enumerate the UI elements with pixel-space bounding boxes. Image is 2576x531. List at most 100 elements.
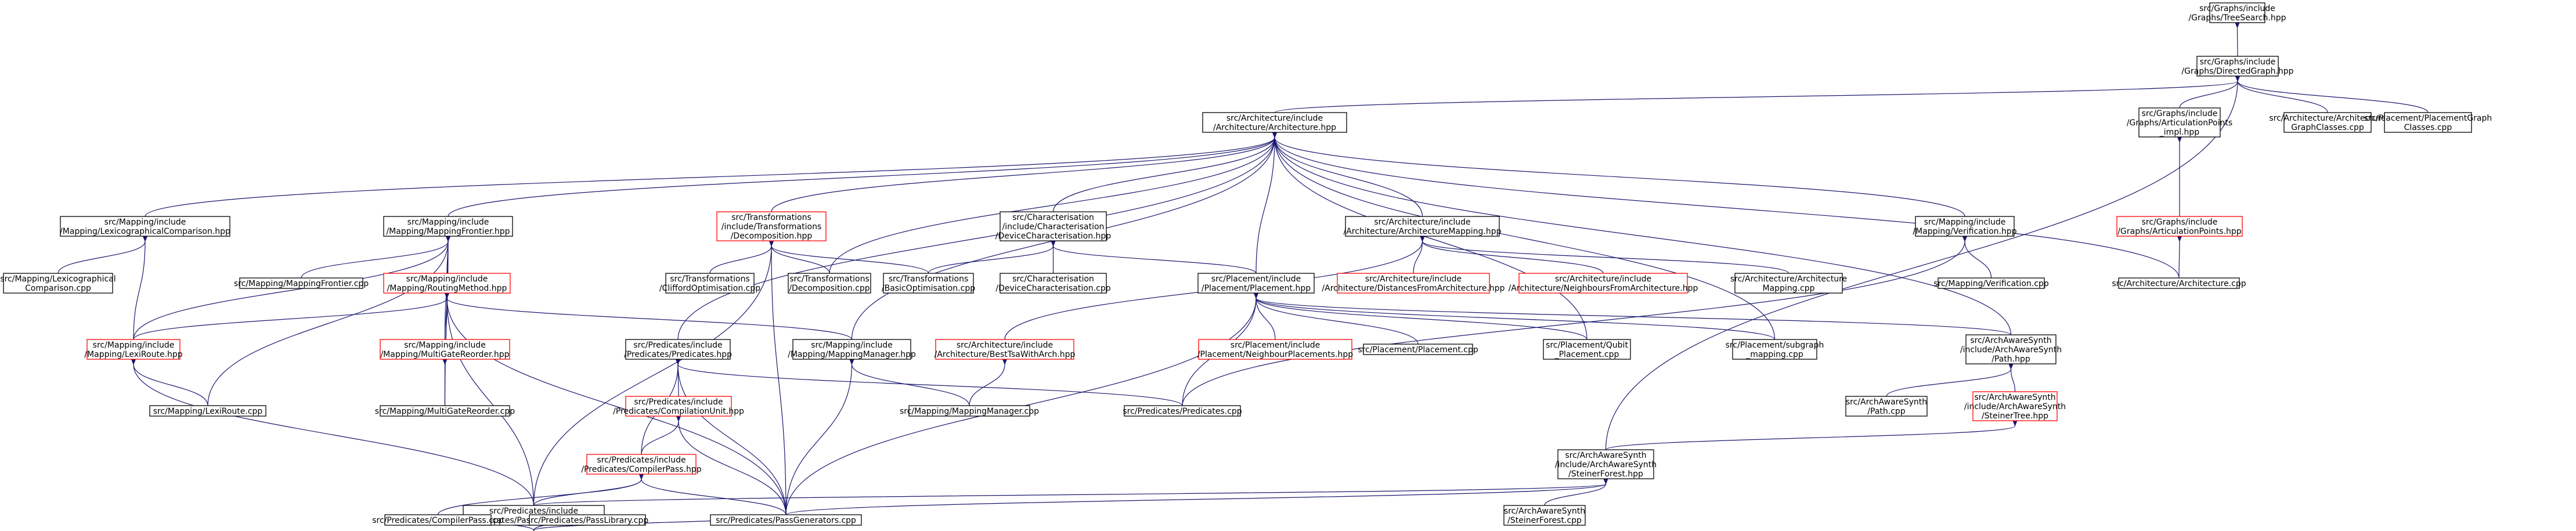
node-box	[1000, 273, 1107, 294]
graph-node-n36[interactable]: src/Mapping/LexiRoute.cpp	[149, 405, 266, 417]
graph-node-n21[interactable]: src/Architecture/include/Architecture/Di…	[1322, 273, 1505, 294]
graph-node-n27[interactable]: src/Mapping/include/Mapping/MultiGateReo…	[380, 339, 510, 360]
node-label-line: /BasicOptimisation.cpp	[882, 284, 975, 293]
graph-node-n31[interactable]: src/Placement/include/Placement/Neighbou…	[1197, 339, 1353, 360]
graph-node-n42[interactable]: src/ArchAwareSynth/include/ArchAwareSynt…	[1964, 391, 2066, 421]
edge-n29-to-n15	[444, 292, 853, 340]
edge-n14-to-n7	[301, 236, 451, 279]
node-label-line: /Path.hpp	[1991, 355, 2030, 364]
graph-node-n10[interactable]: src/Architecture/include/Architecture/Ar…	[1343, 216, 1502, 237]
graph-node-n9[interactable]: src/Characterisation/include/Characteris…	[995, 211, 1112, 241]
node-box	[586, 454, 697, 475]
graph-node-n19[interactable]: src/Characterisation/DeviceCharacterisat…	[995, 273, 1111, 294]
edge-n41-to-n35	[1886, 363, 2014, 397]
node-label-line: /Architecture/BestTsaWithArch.hpp	[935, 350, 1076, 359]
graph-node-n41[interactable]: src/ArchAwareSynth/Path.cpp	[1845, 396, 1928, 417]
node-label-line: src/Transformations	[731, 213, 811, 222]
edge-n36-to-n7	[207, 236, 451, 406]
edge-n26-to-n7	[133, 236, 451, 340]
node-label-line: /Architecture/ArchitectureMapping.hpp	[1343, 227, 1501, 236]
node-label-line: src/Predicates/Predicates.cpp	[1123, 407, 1242, 416]
edge-n25-to-n12	[2177, 236, 2182, 279]
node-box	[1732, 339, 1817, 360]
graph-node-n6[interactable]: src/Mapping/include/Mapping/Lexicographi…	[60, 216, 230, 237]
graph-node-n13[interactable]: src/Mapping/LexicographicalComparison.cp…	[0, 273, 116, 294]
graph-node-n25[interactable]: src/Architecture/Architecture.cpp	[2112, 277, 2246, 289]
graph-node-n39[interactable]: src/Mapping/MappingManager.cpp	[900, 405, 1039, 417]
graph-node-n48[interactable]: src/Predicates/PassLibrary.cpp	[526, 514, 649, 526]
node-label-line: _Placement.cpp	[1554, 350, 1619, 359]
graph-node-n1[interactable]: src/Graphs/include/Graphs/DirectedGraph.…	[2181, 56, 2294, 77]
node-box	[384, 514, 492, 526]
graph-node-n32[interactable]: src/Placement/Placement.cpp	[1358, 344, 1478, 355]
edge-n25-to-n2	[1272, 132, 2180, 279]
graph-node-n23[interactable]: src/Architecture/ArchitectureMapping.cpp	[1730, 273, 1847, 294]
node-box	[86, 339, 181, 360]
graph-node-n14[interactable]: src/Mapping/MappingFrontier.cpp	[234, 277, 369, 289]
node-box	[529, 514, 646, 526]
graph-node-n8[interactable]: src/Transformations/include/Transformati…	[716, 211, 827, 241]
node-label-line: /CliffordOptimisation.cpp	[659, 284, 760, 293]
graph-node-n26[interactable]: src/Mapping/include/Mapping/LexiRoute.hp…	[84, 339, 183, 360]
graph-node-n29[interactable]: src/Mapping/include/Mapping/MappingManag…	[788, 339, 916, 360]
node-label-line: /include/Characterisation	[1002, 222, 1105, 232]
node-box	[2209, 2, 2265, 23]
edge-n35-to-n2	[1272, 132, 2012, 335]
graph-node-n49[interactable]: src/Predicates/PassGenerators.cpp	[710, 514, 862, 526]
node-label-line: /Architecture/Architecture.hpp	[1213, 123, 1336, 132]
graph-node-n22[interactable]: src/Architecture/include/Architecture/Ne…	[1509, 273, 1698, 294]
graph-node-n30[interactable]: src/Architecture/include/Architecture/Be…	[935, 339, 1076, 360]
graph-node-n15[interactable]: src/Mapping/include/Mapping/RoutingMetho…	[383, 273, 511, 294]
node-label-line: src/ArchAwareSynth	[1565, 451, 1646, 460]
graph-node-n16[interactable]: src/Transformations/CliffordOptimisation…	[659, 273, 760, 294]
graph-node-n46[interactable]: src/ArchAwareSynth/SteinerForest.cpp	[1503, 505, 1586, 526]
node-label-line: /Decomposition.hpp	[731, 232, 813, 241]
graph-node-n12[interactable]: src/Graphs/include/Graphs/ArticulationPo…	[2116, 216, 2243, 237]
node-label-line: src/Mapping/Verification.cpp	[1933, 279, 2049, 288]
graph-node-n11[interactable]: src/Mapping/include/Mapping/Verification…	[1913, 216, 2017, 237]
edge-n20-to-n9	[1051, 240, 1257, 274]
node-box	[1202, 112, 1347, 133]
node-box	[2384, 112, 2472, 133]
edge-n33-to-n20	[1253, 292, 1588, 340]
edge-n49-to-n38	[676, 416, 786, 515]
node-label-line: Comparison.cpp	[25, 284, 91, 293]
edge-n45-to-n15	[444, 292, 535, 506]
node-box	[625, 339, 731, 360]
graph-node-n4[interactable]: src/Architecture/ArchitectureGraphClasse…	[2269, 112, 2386, 133]
edge-n43-to-n38	[641, 416, 681, 455]
edge-n49-to-n28	[675, 359, 786, 515]
graph-node-n38[interactable]: src/Predicates/include/Predicates/Compil…	[613, 396, 744, 417]
graph-node-n44[interactable]: src/ArchAwareSynth/include/ArchAwareSynt…	[1555, 449, 1657, 479]
node-label-line: src/Mapping/include	[93, 341, 175, 350]
graph-node-n3[interactable]: src/Graphs/include/Graphs/ArticulationPo…	[2127, 107, 2232, 138]
graph-node-n17[interactable]: src/Transformations/Decomposition.cpp	[788, 273, 871, 294]
graph-node-n20[interactable]: src/Placement/include/Placement/Placemen…	[1197, 273, 1315, 294]
graph-node-n28[interactable]: src/Predicates/include/Predicates/Predic…	[624, 339, 732, 360]
edge-n11-to-n2	[1272, 132, 1965, 217]
node-label-line: /SteinerTree.hpp	[1982, 411, 2048, 421]
graph-node-n24[interactable]: src/Mapping/Verification.cpp	[1933, 277, 2049, 289]
graph-node-n34[interactable]: src/Placement/subgraph_mapping.cpp	[1726, 339, 1824, 360]
graph-node-n2[interactable]: src/Architecture/include/Architecture/Ar…	[1202, 112, 1347, 133]
node-label-line: src/Placement/include	[1231, 341, 1320, 350]
graph-node-n40[interactable]: src/Predicates/Predicates.cpp	[1123, 405, 1242, 417]
graph-node-n37[interactable]: src/Mapping/MultiGateReorder.cpp	[375, 405, 515, 417]
graph-node-n35[interactable]: src/ArchAwareSynth/include/ArchAwareSynt…	[1960, 334, 2062, 364]
graph-node-n43[interactable]: src/Predicates/include/Predicates/Compil…	[581, 454, 702, 475]
graph-node-n33[interactable]: src/Placement/Qubit_Placement.cpp	[1543, 339, 1631, 360]
node-box	[3, 273, 113, 294]
node-label-line: src/Graphs/include	[2142, 109, 2218, 118]
graph-node-n47[interactable]: src/Predicates/CompilerPass.cpp	[372, 514, 504, 526]
graph-node-n7[interactable]: src/Mapping/include/Mapping/MappingFront…	[383, 216, 513, 237]
edge-n45-to-n26	[131, 359, 535, 506]
graph-node-n18[interactable]: src/Transformations/BasicOptimisation.cp…	[882, 273, 975, 294]
node-box	[710, 514, 862, 526]
node-label-line: src/ArchAwareSynth	[1970, 336, 2051, 345]
edge-n34-to-n20	[1253, 292, 1776, 340]
node-label-line: /Path.cpp	[1867, 407, 1906, 416]
node-box	[1197, 273, 1315, 294]
node-box	[380, 405, 510, 417]
